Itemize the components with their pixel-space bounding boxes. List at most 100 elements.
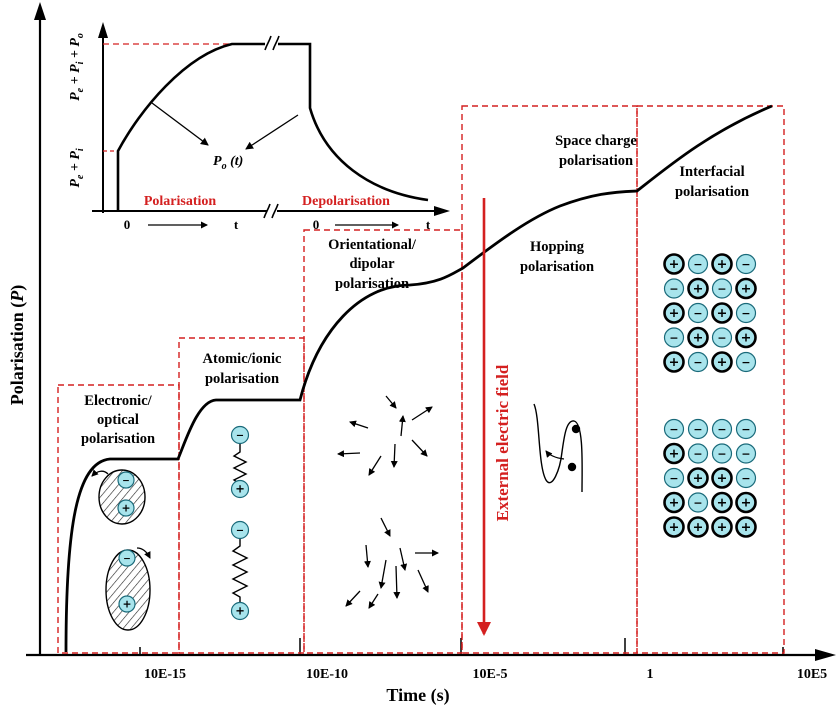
svg-text:−: −	[717, 423, 726, 436]
y-axis-arrowhead	[34, 2, 46, 20]
positive-charge: +	[663, 516, 685, 538]
region-box-atomic	[178, 337, 305, 654]
svg-text:−: −	[741, 307, 750, 320]
negative-charge: −	[230, 425, 250, 445]
svg-text:−: −	[741, 258, 750, 271]
svg-text:+: +	[741, 281, 752, 296]
svg-text:+: +	[741, 330, 752, 345]
svg-text:+: +	[717, 306, 728, 321]
region-box-orientational	[303, 229, 463, 654]
label-orientational: Orientational/ dipolar polarisation	[328, 237, 417, 292]
positive-charge: +	[687, 277, 709, 300]
x-tick-label: 10E-10	[306, 667, 348, 682]
x-tick-label: 10E5	[797, 667, 827, 682]
positive-charge: +	[230, 601, 250, 621]
svg-text:polarisation: polarisation	[675, 184, 749, 200]
inset-polarisation-label: Polarisation	[144, 194, 217, 209]
negative-charge: −	[687, 302, 709, 324]
svg-text:Hopping: Hopping	[530, 239, 585, 255]
positive-charge: +	[687, 516, 709, 538]
inset-zero-label: 0	[313, 217, 320, 232]
inset-y-label-total: Pe + Pi + Po	[68, 33, 86, 101]
inset-curve-break	[264, 35, 280, 51]
negative-charge: −	[735, 443, 757, 464]
svg-text:+: +	[717, 257, 728, 272]
positive-charge: +	[117, 499, 135, 517]
svg-text:+: +	[669, 355, 680, 370]
negative-charge: −	[687, 253, 709, 275]
negative-charge: −	[735, 253, 757, 275]
positive-charge: +	[735, 491, 757, 514]
negative-charge: −	[735, 351, 757, 373]
electric-field-label: External electric field	[493, 364, 512, 521]
positive-charge: +	[711, 302, 733, 324]
svg-text:−: −	[669, 331, 678, 344]
negative-charge: −	[663, 278, 685, 299]
negative-charge: −	[663, 418, 685, 440]
svg-text:+: +	[741, 495, 752, 510]
positive-charge: +	[230, 479, 250, 499]
positive-charge: +	[663, 351, 685, 373]
svg-text:−: −	[669, 423, 678, 436]
svg-text:−: −	[693, 307, 702, 320]
negative-charge: −	[663, 327, 685, 348]
positive-charge: +	[687, 326, 709, 349]
svg-text:−: −	[741, 423, 750, 436]
positive-charge: +	[711, 253, 733, 275]
region-box-hopping-spacecharge	[461, 105, 638, 654]
dipole-arrows	[337, 395, 439, 609]
svg-text:polarisation: polarisation	[81, 431, 155, 447]
positive-charge: +	[735, 277, 757, 300]
svg-text:−: −	[741, 472, 750, 485]
charge-circles: −+−+−+−++−+−−+−++−+−−+−++−+−−−−−+−−−−++−…	[117, 253, 757, 621]
svg-text:+: +	[693, 330, 704, 345]
svg-text:+: +	[669, 446, 680, 461]
x-tick-label: 10E-5	[473, 667, 508, 682]
x-axis-arrowhead	[815, 649, 836, 661]
svg-text:+: +	[741, 520, 752, 535]
label-space-charge: Space charge polarisation	[555, 133, 637, 169]
svg-text:−: −	[693, 258, 702, 271]
negative-charge: −	[711, 418, 733, 440]
svg-text:−: −	[123, 553, 131, 564]
svg-text:+: +	[669, 495, 680, 510]
inset-zero-label: 0	[124, 217, 131, 232]
svg-text:+: +	[235, 604, 245, 618]
negative-charge: −	[687, 418, 709, 440]
hopping-well-sketch	[533, 403, 583, 493]
negative-charge: −	[663, 467, 685, 489]
svg-text:−: −	[236, 526, 244, 537]
inset-depolarisation-label: Depolarisation	[302, 194, 390, 209]
svg-text:+: +	[235, 482, 245, 496]
svg-text:−: −	[717, 447, 726, 460]
label-atomic: Atomic/ionic polarisation	[203, 351, 282, 387]
positive-charge: +	[711, 467, 733, 489]
label-hopping: Hopping polarisation	[520, 239, 594, 275]
svg-text:−: −	[693, 356, 702, 369]
svg-text:−: −	[717, 282, 726, 295]
svg-text:−: −	[717, 331, 726, 344]
negative-charge: −	[711, 278, 733, 299]
label-electronic: Electronic/ optical polarisation	[81, 393, 155, 447]
negative-charge: −	[735, 467, 757, 489]
inset-polarisation-curve	[116, 42, 429, 211]
positive-charge: +	[687, 467, 709, 489]
svg-text:Orientational/: Orientational/	[328, 237, 417, 253]
svg-text:+: +	[717, 355, 728, 370]
negative-charge: −	[117, 471, 135, 489]
inset-y-arrowhead	[98, 22, 108, 38]
svg-text:+: +	[717, 520, 728, 535]
svg-text:+: +	[121, 501, 130, 514]
svg-text:Atomic/ionic: Atomic/ionic	[203, 351, 282, 367]
x-axis-label: Time (s)	[386, 685, 449, 706]
svg-text:+: +	[669, 520, 680, 535]
y-axis-label: Polarisation (P)	[7, 285, 28, 406]
svg-text:Space charge: Space charge	[555, 133, 637, 149]
inset-diagram: Po (t) Pe + Pi + Po Pe + Pi Polarisation…	[68, 22, 450, 232]
positive-charge: +	[735, 516, 757, 538]
negative-charge: −	[687, 443, 709, 464]
positive-charge: +	[711, 491, 733, 514]
negative-charge: −	[735, 418, 757, 440]
